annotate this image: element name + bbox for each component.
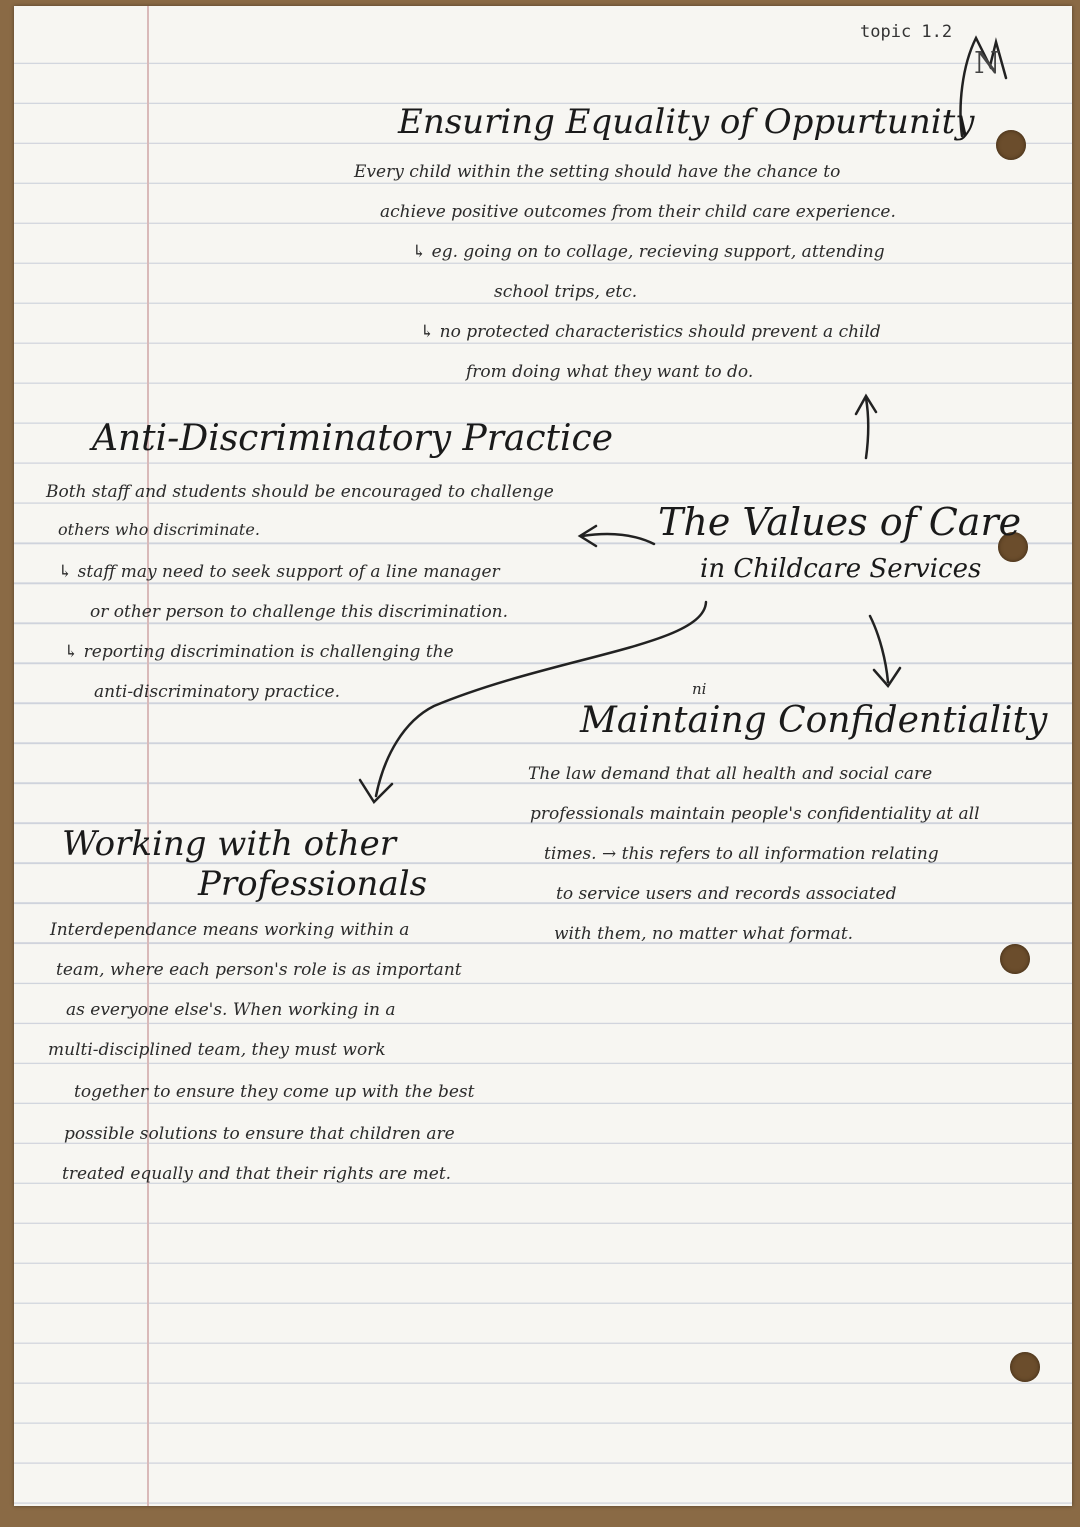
equality-title: Ensuring Equality of Oppurtunity bbox=[398, 102, 975, 142]
arrow-to-anti-head bbox=[577, 524, 598, 548]
arrow-to-equality bbox=[864, 396, 870, 460]
working-title: Working with other bbox=[62, 824, 397, 864]
arrow-to-working bbox=[374, 600, 708, 798]
equality-line: achieve positive outcomes from their chi… bbox=[380, 202, 896, 222]
confidentiality-line: The law demand that all health and socia… bbox=[528, 764, 933, 784]
notebook-page: topic 1.2 Ensuring Equality of Oppurtuni… bbox=[14, 6, 1072, 1506]
working-line: treated equally and that their rights ar… bbox=[62, 1164, 452, 1184]
confidentiality-title: Maintaing Confidentiality bbox=[580, 700, 1048, 741]
confidentiality-insert: ni bbox=[692, 680, 707, 698]
equality-line: from doing what they want to do. bbox=[466, 362, 754, 382]
arrow-to-confidentiality bbox=[868, 614, 890, 684]
working-title-2: Professionals bbox=[198, 864, 428, 904]
topic-tag: topic 1.2 bbox=[860, 22, 953, 42]
confidentiality-line: with them, no matter what format. bbox=[554, 924, 854, 944]
center-subtitle: in Childcare Services bbox=[700, 554, 982, 584]
center-title: The Values of Care bbox=[658, 500, 1022, 544]
equality-line: school trips, etc. bbox=[494, 282, 638, 302]
working-line: together to ensure they come up with the… bbox=[74, 1082, 475, 1102]
working-line: team, where each person's role is as imp… bbox=[56, 960, 462, 980]
corner-squiggle bbox=[959, 35, 1008, 138]
working-line: possible solutions to ensure that childr… bbox=[64, 1124, 455, 1144]
confidentiality-line: to service users and records associated bbox=[556, 884, 897, 904]
equality-line: Every child within the setting should ha… bbox=[354, 162, 841, 182]
arrow-to-equality-head bbox=[854, 393, 878, 416]
punch-hole bbox=[1010, 1352, 1040, 1382]
punch-hole bbox=[996, 130, 1026, 160]
confidentiality-line: professionals maintain people's confiden… bbox=[530, 804, 980, 824]
working-line: Interdependance means working within a bbox=[50, 920, 410, 940]
anti-line: anti-discriminatory practice. bbox=[94, 682, 340, 702]
working-line: as everyone else's. When working in a bbox=[66, 1000, 396, 1020]
equality-line: ↳ no protected characteristics should pr… bbox=[420, 322, 881, 342]
anti-line: or other person to challenge this discri… bbox=[90, 602, 509, 622]
anti-title: Anti-Discriminatory Practice bbox=[92, 418, 613, 459]
anti-line: ↳ staff may need to seek support of a li… bbox=[58, 562, 500, 582]
arrow-to-confidentiality-head bbox=[872, 666, 902, 689]
anti-line: others who discriminate. bbox=[58, 520, 260, 539]
anti-line: ↳ reporting discrimination is challengin… bbox=[64, 642, 454, 662]
mind-map-arrows bbox=[358, 35, 1008, 804]
arrow-to-anti bbox=[580, 532, 656, 546]
corner-mark: N bbox=[974, 46, 1001, 81]
confidentiality-line: times. → this refers to all information … bbox=[544, 844, 939, 864]
arrow-to-working-head bbox=[358, 778, 394, 804]
working-line: multi-disciplined team, they must work bbox=[48, 1040, 386, 1060]
margin-line bbox=[147, 6, 149, 1506]
punch-hole bbox=[998, 532, 1028, 562]
anti-line: Both staff and students should be encour… bbox=[46, 482, 554, 502]
equality-line: ↳ eg. going on to collage, recieving sup… bbox=[412, 242, 885, 262]
punch-hole bbox=[1000, 944, 1030, 974]
